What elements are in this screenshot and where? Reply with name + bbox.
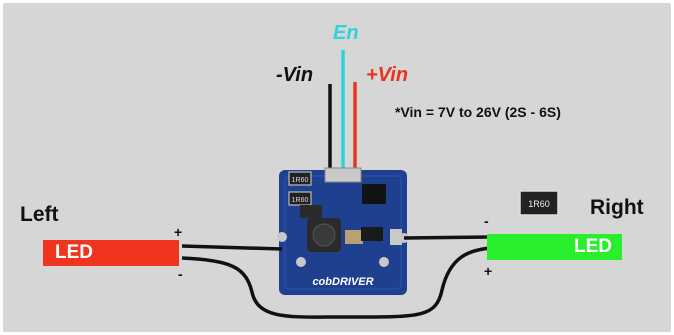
voltage-note: *Vin = 7V to 26V (2S - 6S) — [395, 104, 561, 120]
resistor-r1 — [288, 171, 312, 186]
vin-negative-label: -Vin — [276, 64, 314, 86]
led-right-label: LED — [574, 236, 612, 257]
wire-left-negative — [181, 246, 491, 319]
enable-label: En — [333, 22, 359, 44]
wire-left-positive — [181, 244, 283, 251]
ic-chip — [362, 184, 386, 204]
resistor-r1-label: 1R60 — [292, 177, 309, 184]
pcb-board: 1R60 1R60 cobDRIVER — [277, 167, 409, 295]
vin-positive-label: +Vin — [366, 64, 409, 86]
resistor-r3 — [519, 190, 559, 216]
left-plus-marker: + — [174, 224, 183, 240]
left-minus-marker: - — [178, 266, 183, 282]
wire-right-negative — [403, 235, 491, 240]
resistor-r3-label: 1R60 — [528, 199, 550, 209]
right-minus-marker: - — [484, 213, 489, 229]
right-plus-marker: + — [484, 263, 493, 279]
led-left-label: LED — [55, 242, 93, 263]
resistor-r2-label: 1R60 — [292, 197, 309, 204]
led-left: LED — [43, 240, 179, 266]
led-right: LED — [487, 234, 622, 260]
left-title: Left — [20, 203, 59, 226]
board-brand-label: cobDRIVER — [312, 276, 373, 288]
right-title: Right — [590, 196, 644, 219]
